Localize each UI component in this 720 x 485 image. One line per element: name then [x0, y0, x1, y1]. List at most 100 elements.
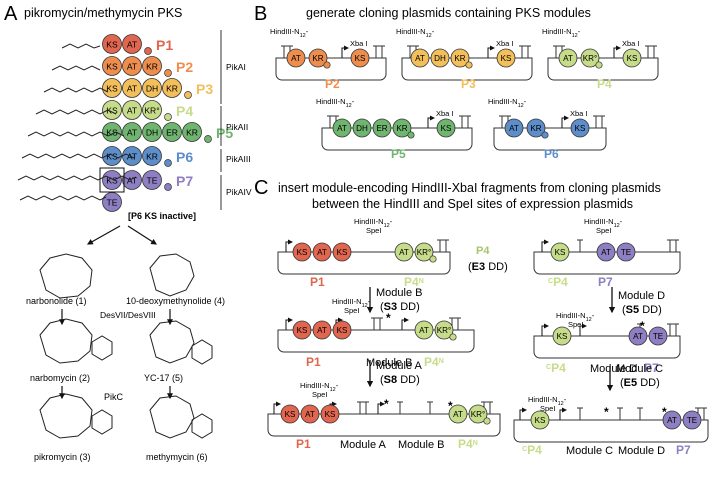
- expr4-module-d: Module D: [590, 363, 637, 375]
- domain-p7-te: TE: [102, 192, 122, 212]
- clone-p2-terminator-2: [373, 45, 379, 58]
- expr6-star: *: [604, 405, 609, 419]
- expr-p1-b-p4n-domain-0: KS: [292, 320, 312, 340]
- expr-p1-b-p4n-acp-4: [449, 333, 457, 341]
- domain-p7-1: AT: [122, 170, 142, 190]
- clone-p5-domain-2-label: ER: [376, 124, 387, 133]
- domain-p6-0-label: KS: [106, 151, 118, 161]
- protein-pikaii: PikAII: [226, 122, 248, 132]
- compound-pikromycin: pikromycin (3): [34, 452, 91, 462]
- expr-p1-p4n-acp-4: [429, 255, 437, 263]
- domain-p2-0: KS: [102, 56, 122, 76]
- domain-p1-1-label: AT: [127, 39, 138, 49]
- clone-p5-promoter-0: [427, 115, 435, 128]
- expr-p1-a-b-p4n-acp-4: [483, 417, 491, 425]
- expr-p1-b-p4n-terminator-0: [371, 317, 377, 330]
- domain-p6-1: AT: [122, 146, 142, 166]
- e5-dd-label: (E5 DD): [620, 377, 660, 389]
- expr-cp4-p7-terminator-0: [577, 239, 583, 252]
- expr4-hindiii-spei: SpeI: [568, 320, 583, 329]
- expr-p1-a-b-p4n-terminator-1: [363, 401, 369, 414]
- module-label-p5: P5: [216, 125, 233, 141]
- expr6-hindiii: HindIII-N12-: [528, 395, 567, 407]
- expr-p1-a-b-p4n-domain-0: KS: [280, 404, 300, 424]
- arrow-to-narbonolide: [86, 225, 121, 245]
- s5-dd-label: (S5 DD): [622, 304, 662, 316]
- clone-p2-domain-0-label: AT: [291, 54, 301, 63]
- expr-cp4-c-d-p7-promoter-0: [519, 407, 527, 420]
- expr6-module-d: Module D: [618, 445, 665, 457]
- clone-p4-domain-2-label: KS: [627, 54, 638, 63]
- expr-p1-a-b-p4n-domain-3-label: AT: [453, 410, 463, 419]
- clone-p5-domain-3-label: KR: [396, 124, 407, 133]
- expr-cp4-c-d-p7-domain-0: KS: [530, 410, 550, 430]
- compound-deoxymethynolide: 10-deoxymethynolide (4): [126, 296, 225, 306]
- expr-cp4-d-p7-domain-2-label: TE: [653, 332, 664, 341]
- domain-p6-2-label: KR: [146, 151, 158, 161]
- domain-p4-0: KS: [102, 100, 122, 120]
- expr-p1-b-p4n-domain-0-label: KS: [297, 326, 308, 335]
- domain-p3-0: KS: [102, 78, 122, 98]
- clone-p3-xbai: Xba I: [496, 39, 514, 48]
- clone-p3-domain-3: KS: [496, 48, 516, 68]
- expr5-hindiii-spei: SpeI: [312, 390, 327, 399]
- expr-p1-b-p4n-terminator-1: [377, 317, 383, 330]
- expr5-module-a: Module A: [340, 439, 387, 451]
- clone-p3-domain-1-label: DH: [434, 54, 446, 63]
- domain-p5-2: DH: [142, 122, 162, 142]
- panel-b-letter: B: [254, 3, 267, 25]
- expr-p1-a-b-p4n-domain-1: AT: [300, 404, 320, 424]
- domain-p6-2: KR: [142, 146, 162, 166]
- expr-p1-b-p4n-domain-4: KR°: [434, 320, 454, 340]
- clone-p6-terminator-3: [599, 115, 605, 128]
- expr-cp4-d-p7-domain-0: KS: [552, 326, 572, 346]
- expr3-p4n-label: P4N: [424, 355, 444, 369]
- domain-p3-2-label: DH: [146, 83, 158, 93]
- expr2-hindiii-spei: SpeI: [596, 226, 611, 235]
- expr-cp4-p7-domain-0-label: KS: [555, 248, 566, 257]
- domain-p5-1: AT: [122, 122, 142, 142]
- clone-p5-domain-3: KR: [392, 118, 412, 138]
- enzyme-pikc: PikC: [104, 392, 124, 402]
- expr-p1-b-p4n-domain-2-label: KS: [337, 326, 348, 335]
- expr5-p1-label: P1: [296, 437, 311, 451]
- clone-p3-domain-2: KR: [450, 48, 470, 68]
- clone-p5-terminator-2: [459, 115, 465, 128]
- clone-p3-domain-1: DH: [430, 48, 450, 68]
- clone-p2-domain-0: AT: [286, 48, 306, 68]
- clone-p5-domain-0: AT: [332, 118, 352, 138]
- expr3-hindiii: HindIII-N12-: [332, 297, 371, 309]
- domain-p5-0-label: KS: [106, 127, 118, 137]
- expr-cp4-c-d-p7-domain-2-label: TE: [687, 416, 698, 425]
- expr-p1-p4n-domain-1: AT: [312, 242, 332, 262]
- domain-p7-2-label: TE: [147, 175, 158, 185]
- clone-p5-hindiii: HindIII-N12-: [316, 97, 355, 109]
- compound-methymycin: methymycin (6): [146, 452, 208, 462]
- compound-narbomycin: narbomycin (2): [30, 373, 90, 383]
- expr2-p7-label: P7: [598, 275, 613, 289]
- clone-p2-domain-2-label: KS: [355, 54, 366, 63]
- expr-p1-p4n-domain-1-label: AT: [317, 248, 327, 257]
- clone-p4-xbai: Xba I: [622, 39, 640, 48]
- module-label-p1: P1: [156, 37, 173, 53]
- expr-cp4-p7-terminator-2: [673, 239, 679, 252]
- expr-cp4-d-p7-domain-1: AT: [628, 326, 648, 346]
- expr-p1-p4n-domain-0-label: KS: [297, 248, 308, 257]
- clone-p3-terminator-0: [407, 45, 413, 58]
- clone-p2-acp-1: [323, 61, 331, 69]
- clone-p2-terminator-0: [281, 45, 287, 58]
- polyketide-intermediates: [17, 43, 137, 201]
- enzyme-desvii-desviii: DesVII/DesVIII: [100, 310, 156, 320]
- domain-p1-0: KS: [102, 34, 122, 54]
- expr2-hindiii: HindIII-N12-: [584, 217, 623, 229]
- expr-p1-a-b-p4n-domain-2: KS: [320, 404, 340, 424]
- expr4-star: *: [640, 319, 645, 333]
- domain-p5-3: ER: [162, 122, 182, 142]
- clone-p4-terminator-3: [651, 45, 657, 58]
- clone-p5-domain-4-label: KS: [441, 124, 452, 133]
- module-c-step-label: Module C: [616, 363, 663, 375]
